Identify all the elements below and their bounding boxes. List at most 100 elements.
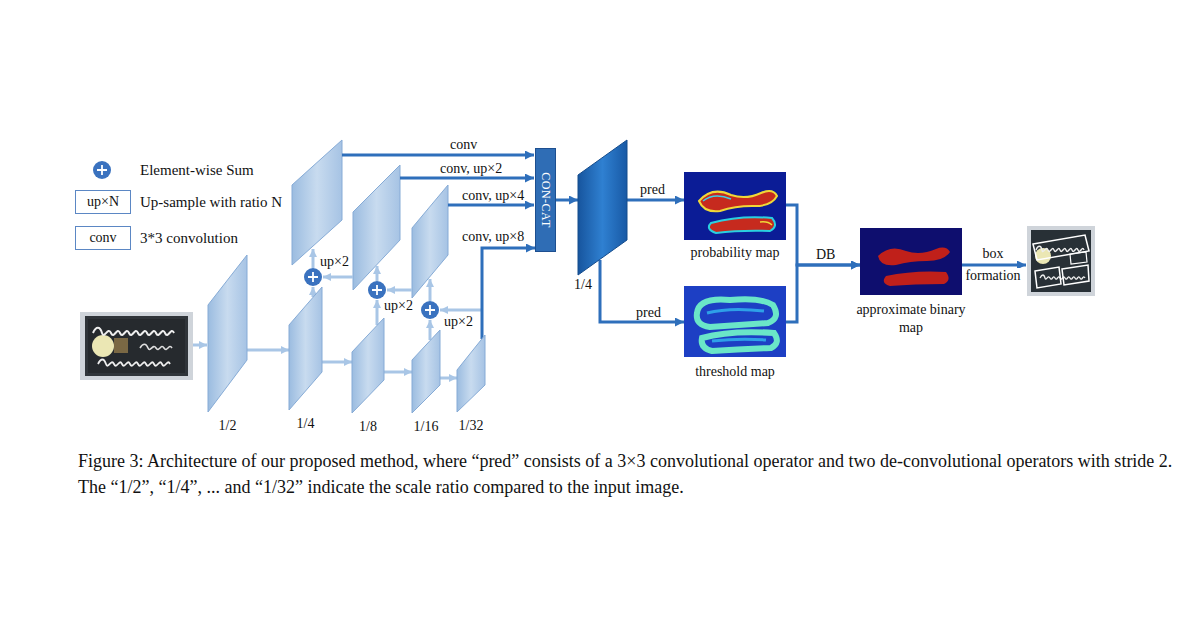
feature-map-shape [208, 255, 247, 412]
legend-text: Up-sample with ratio N [140, 193, 282, 211]
label-holder: up×2 [444, 314, 473, 329]
backbone-feature-map: 1/4 [289, 287, 322, 410]
connector-arrow [600, 260, 684, 322]
text-holder: 1/4 [297, 416, 315, 432]
conv-label: conv, up×2 [440, 161, 502, 176]
text-holder: approximate binary map [855, 301, 967, 337]
output-photo [1027, 226, 1095, 296]
text-holder: 1/4 [574, 277, 592, 293]
feature-map-shape [578, 140, 627, 275]
probability-map-image [703, 196, 731, 201]
backbone-feature-map: 1/2 [208, 255, 247, 412]
probability-map: probability map [684, 172, 786, 240]
connector-arrow [482, 248, 535, 339]
label-holder: conv, up×2 [440, 161, 502, 176]
threshold-map-image [684, 286, 786, 357]
element-wise-sum-symbol [368, 281, 386, 299]
text-holder: 1/2 [219, 418, 237, 434]
feature-map-shape [412, 330, 440, 413]
light-arrow [376, 266, 379, 281]
upsample-label: up×2 [320, 254, 349, 269]
legend-entry: Up-sample with ratio N [140, 193, 282, 211]
label-holder: box formation [962, 243, 1024, 287]
input-photo [80, 312, 193, 380]
feature-map-shape [289, 287, 322, 410]
text-holder: 1/32 [459, 418, 484, 434]
backbone-feature-map: 1/8 [352, 318, 384, 413]
feature-map-slab [412, 330, 440, 413]
legend-text: Element-wise Sum [140, 161, 254, 179]
element-wise-sum-symbol [425, 305, 435, 315]
fpn-feature-maps [292, 140, 342, 265]
feature-map-slab [578, 140, 627, 275]
connector-arrow [786, 205, 860, 265]
input-photo [114, 338, 128, 353]
text-holder: probability map [665, 244, 805, 262]
concat-text: CON-CAT [539, 172, 553, 228]
threshold-map-image [697, 299, 776, 327]
output-photo [1033, 235, 1089, 260]
input-photo [80, 312, 193, 380]
element-wise-sum-symbol [421, 301, 439, 319]
element-wise-sum-symbol [304, 268, 322, 286]
conv-arrow [448, 204, 534, 207]
output-photo [1036, 246, 1084, 251]
label-holder: up×2 [320, 254, 349, 269]
edge-label-holder: pred [640, 182, 665, 197]
threshold-map-image [707, 309, 764, 313]
output-photo [1070, 252, 1087, 264]
backbone-feature-map: 1/16 [412, 330, 440, 413]
legend-sum-symbol [93, 161, 111, 179]
threshold-map-image [684, 286, 786, 357]
edge-label: pred [636, 305, 661, 320]
feature-map-shape [352, 318, 384, 413]
conv-label: conv, up×4 [462, 188, 524, 203]
element-wise-sum-symbol [304, 268, 322, 286]
legend-sum-symbol [93, 161, 111, 179]
text-holder: threshold map [665, 363, 805, 381]
light-arrow [429, 279, 432, 301]
threshold-map-image [702, 332, 777, 351]
map-caption: probability map [690, 245, 779, 260]
feature-map-slab [208, 255, 247, 412]
element-wise-sum-symbol [421, 301, 439, 319]
output-photo [1062, 265, 1089, 285]
binary-map-image [860, 228, 962, 295]
input-photo [98, 360, 170, 366]
binary-map-image [860, 228, 962, 295]
scale-label: 1/8 [359, 419, 377, 434]
input-photo [88, 319, 185, 373]
map-caption: threshold map [695, 364, 775, 379]
light-arrow [429, 320, 432, 340]
connector-arrow [384, 371, 412, 374]
upsample-label: up×2 [384, 298, 413, 313]
upsample-label: up×2 [444, 314, 473, 329]
conv-label: conv [450, 137, 477, 152]
conv-arrow [342, 154, 534, 157]
connector-arrow [247, 349, 289, 352]
conv-arrow [400, 177, 534, 180]
element-wise-sum-symbol [368, 281, 386, 299]
connector-arrow [440, 377, 457, 380]
light-arrow [323, 276, 353, 279]
fused-feature-map: 1/4 [578, 140, 627, 275]
text-holder: CON-CAT [539, 172, 553, 228]
feature-map-slab [289, 287, 322, 410]
feature-map-slab [352, 318, 384, 413]
threshold-map: threshold map [684, 286, 786, 357]
legend-entry: 3*3 convolution [140, 229, 238, 247]
probability-map-image [699, 191, 777, 211]
legend-upsample-box: up×N [75, 190, 131, 214]
feature-map-shape [457, 335, 485, 412]
conv-arrow [962, 264, 1026, 267]
light-arrow [440, 309, 482, 312]
scale-label: 1/32 [459, 418, 484, 433]
connector-arrow [322, 361, 352, 364]
map-caption: approximate binary map [856, 302, 965, 335]
feature-map-slab [457, 335, 485, 412]
legend-sample-text: conv [89, 230, 116, 245]
label-holder: conv [450, 137, 477, 152]
